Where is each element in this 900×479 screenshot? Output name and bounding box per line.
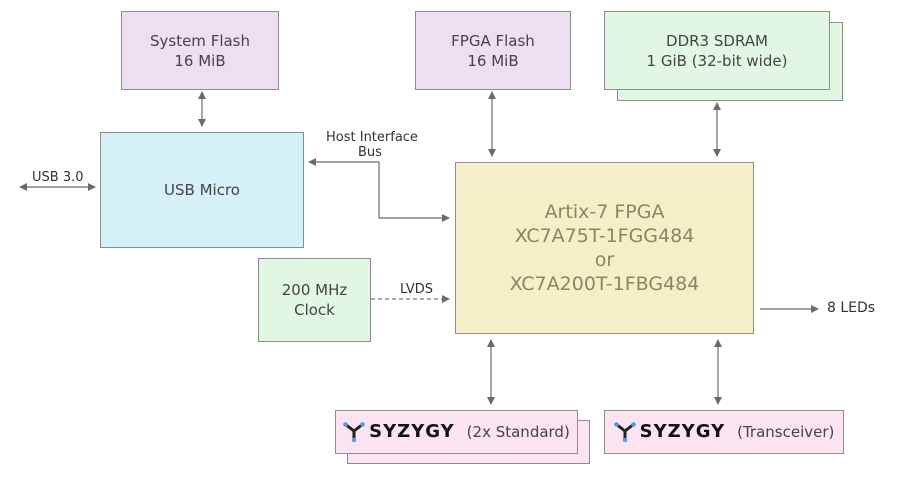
clock-block: 200 MHz Clock [258, 258, 371, 342]
ddr3-title: DDR3 SDRAM [666, 31, 768, 50]
host-bus-line1: Host Interface [326, 130, 418, 145]
syzygy-logo: SYZYGY [343, 422, 455, 442]
syzygy-standard-label: (2x Standard) [466, 423, 570, 441]
fpga-part-a: XC7A75T-1FGG484 [514, 225, 695, 247]
fpga-flash-block: FPGA Flash 16 MiB [415, 11, 571, 90]
ddr3-block: DDR3 SDRAM 1 GiB (32-bit wide) [604, 11, 830, 90]
wire-host-bus [308, 158, 450, 222]
syzygy-logo: SYZYGY [613, 421, 726, 442]
syzygy-y-icon [343, 422, 365, 442]
host-bus-label: Host Interface Bus [326, 130, 418, 160]
system-flash-size: 16 MiB [174, 51, 226, 70]
lvds-label: LVDS [400, 282, 433, 297]
clock-freq: 200 MHz [281, 281, 348, 299]
syzygy-wordmark: SYZYGY [369, 421, 455, 442]
syzygy-transceiver-label: (Transceiver) [737, 423, 835, 441]
fpga-or: or [594, 249, 615, 271]
usb-micro-block: USB Micro [100, 132, 304, 248]
fpga-block: Artix-7 FPGA XC7A75T-1FGG484 or XC7A200T… [455, 162, 754, 334]
fpga-family: Artix-7 FPGA [544, 201, 665, 223]
syzygy-transceiver-block: SYZYGY (Transceiver) [604, 410, 844, 454]
fpga-flash-title: FPGA Flash [451, 31, 535, 50]
syzygy-y-icon [613, 422, 636, 442]
system-flash-block: System Flash 16 MiB [121, 11, 279, 90]
system-flash-title: System Flash [149, 31, 250, 50]
usb30-label: USB 3.0 [32, 170, 84, 185]
fpga-flash-size: 16 MiB [467, 51, 519, 70]
usb-micro-label: USB Micro [164, 181, 240, 199]
syzygy-standard-block: SYZYGY (2x Standard) [335, 410, 578, 454]
ddr3-size: 1 GiB (32-bit wide) [646, 51, 788, 70]
fpga-part-b: XC7A200T-1FBG484 [509, 273, 700, 295]
syzygy-wordmark: SYZYGY [639, 421, 726, 442]
leds-label: 8 LEDs [827, 300, 876, 316]
host-bus-line2: Bus [358, 145, 382, 160]
clock-label: Clock [294, 301, 335, 319]
